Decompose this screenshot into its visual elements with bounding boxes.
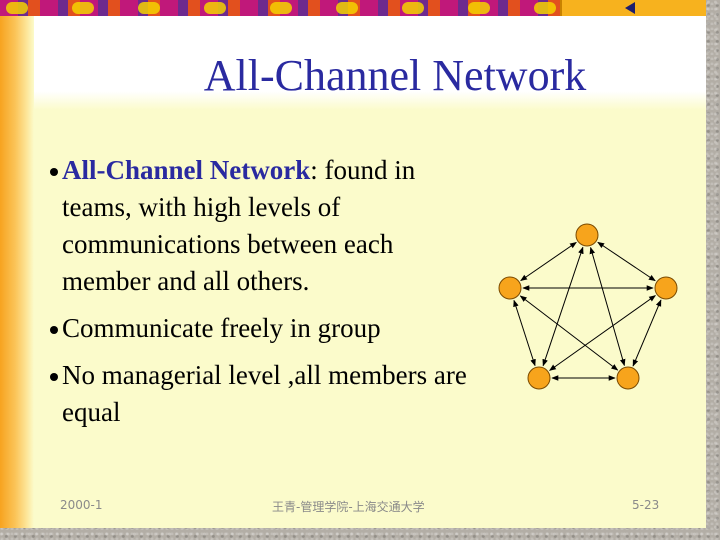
decor-pattern-icon [402,2,424,14]
network-diagram [498,223,678,390]
network-link [632,299,662,367]
slide-title: All-Channel Network [203,51,587,100]
decor-pattern-icon [138,2,160,14]
network-link [513,299,536,367]
footer-page-number: 5-23 [632,498,660,512]
network-node [616,366,640,390]
network-link [597,241,656,282]
network-link [542,246,584,367]
network-link [589,246,626,367]
decorative-top-band [0,0,560,16]
bullet-list: All-Channel Network: found in teams, wit… [46,152,476,441]
network-node [498,276,522,300]
bullet-dot-icon [50,326,58,334]
left-gradient-bar [0,16,34,528]
decor-pattern-icon [468,2,490,14]
title-area: All-Channel Network [34,16,706,110]
bullet-text: No managerial level ,all members are equ… [62,360,467,427]
decor-pattern-icon [336,2,358,14]
network-nodes [498,223,678,390]
network-link [549,295,656,371]
decor-pattern-icon [204,2,226,14]
back-arrow-icon[interactable] [625,2,635,14]
footer-date: 2000-1 [60,498,103,512]
decor-pattern-icon [534,2,556,14]
slide: All-Channel Network All-Channel Network:… [0,0,706,528]
nav-box [560,0,706,16]
network-link [520,241,577,282]
bullet-text: Communicate freely in group [62,313,381,343]
decor-pattern-icon [270,2,292,14]
network-node [654,276,678,300]
decor-pattern-icon [72,2,94,14]
network-node [575,223,599,247]
footer-author: 王青-管理学院-上海交通大学 [272,500,425,514]
bullet-dot-icon [50,373,58,381]
bullet-item: Communicate freely in group [46,310,476,347]
network-node [527,366,551,390]
bullet-item: All-Channel Network: found in teams, wit… [46,152,476,300]
decor-pattern-icon [6,2,28,14]
bullet-bold-term: All-Channel Network [62,155,311,185]
bullet-item: No managerial level ,all members are equ… [46,357,476,431]
network-edges [513,241,662,381]
bullet-text: : found in teams, with high levels of co… [62,155,416,296]
bullet-dot-icon [50,168,58,176]
